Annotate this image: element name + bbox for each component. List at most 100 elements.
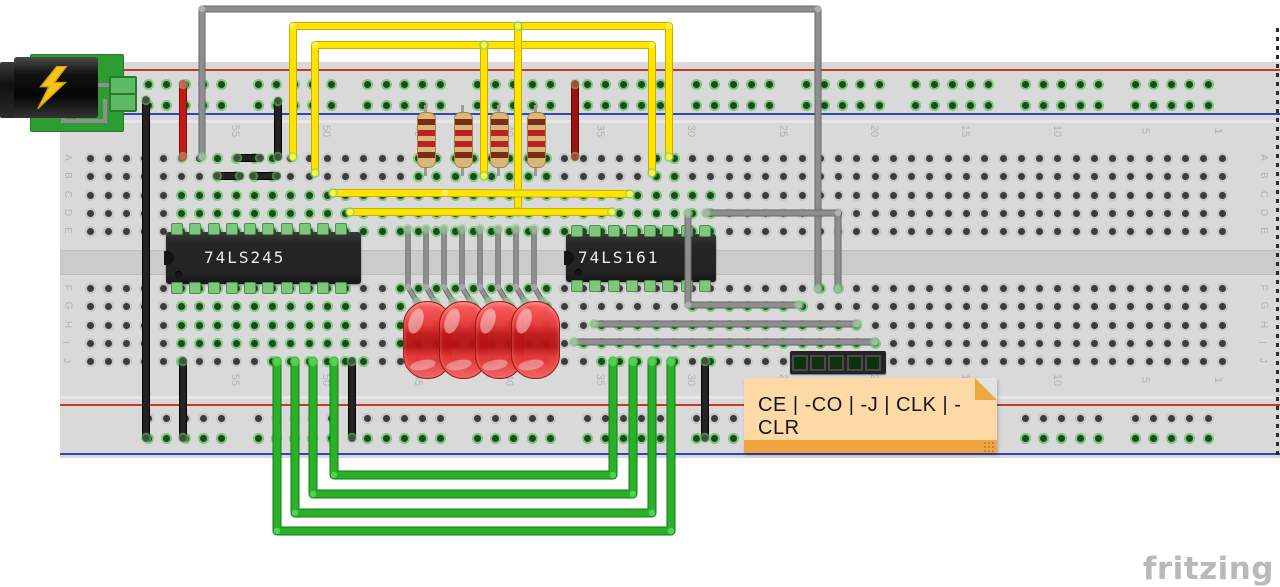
rail-hole[interactable] xyxy=(419,101,427,109)
board-hole[interactable] xyxy=(543,172,550,180)
rail-hole[interactable] xyxy=(583,101,591,109)
board-hole[interactable] xyxy=(1036,302,1044,310)
board-hole[interactable] xyxy=(762,172,770,180)
board-hole[interactable] xyxy=(853,209,861,217)
board-hole[interactable] xyxy=(981,321,989,329)
board-hole[interactable] xyxy=(835,302,843,310)
board-hole[interactable] xyxy=(707,227,715,235)
board-hole[interactable] xyxy=(396,357,404,365)
board-hole[interactable] xyxy=(579,227,587,235)
board-hole[interactable] xyxy=(342,339,350,347)
resistor[interactable] xyxy=(526,105,546,176)
board-hole[interactable] xyxy=(1017,357,1025,365)
board-hole[interactable] xyxy=(305,154,313,162)
board-hole[interactable] xyxy=(908,357,916,365)
wire-endpoint[interactable] xyxy=(667,357,675,365)
board-hole[interactable] xyxy=(634,284,642,292)
board-hole[interactable] xyxy=(1200,321,1208,329)
board-hole[interactable] xyxy=(999,302,1007,310)
board-hole[interactable] xyxy=(670,172,678,180)
wire-endpoint[interactable] xyxy=(514,22,522,30)
rail-hole[interactable] xyxy=(857,80,865,88)
board-hole[interactable] xyxy=(981,284,989,292)
board-hole[interactable] xyxy=(1090,284,1098,292)
board-hole[interactable] xyxy=(652,191,660,199)
wire-endpoint[interactable] xyxy=(274,153,282,161)
wire-bendpoint[interactable] xyxy=(629,490,637,498)
board-hole[interactable] xyxy=(360,227,368,235)
board-hole[interactable] xyxy=(1200,357,1208,365)
board-hole[interactable] xyxy=(378,357,386,365)
board-hole[interactable] xyxy=(269,154,277,162)
rail-hole[interactable] xyxy=(163,101,171,109)
board-hole[interactable] xyxy=(123,321,131,329)
board-hole[interactable] xyxy=(86,227,94,235)
board-hole[interactable] xyxy=(1072,191,1080,199)
board-hole[interactable] xyxy=(670,209,678,217)
board-hole[interactable] xyxy=(1090,321,1098,329)
rail-hole[interactable] xyxy=(492,434,500,442)
board-hole[interactable] xyxy=(506,227,514,235)
board-hole[interactable] xyxy=(214,191,222,199)
board-hole[interactable] xyxy=(944,321,952,329)
header-pin[interactable] xyxy=(865,354,881,371)
board-hole[interactable] xyxy=(488,227,496,235)
board-hole[interactable] xyxy=(232,302,240,310)
board-hole[interactable] xyxy=(1145,302,1153,310)
board-hole[interactable] xyxy=(396,321,404,329)
board-hole[interactable] xyxy=(104,321,112,329)
board-hole[interactable] xyxy=(926,191,934,199)
resistor[interactable] xyxy=(489,105,509,176)
rail-hole[interactable] xyxy=(145,80,153,88)
board-hole[interactable] xyxy=(214,357,222,365)
board-hole[interactable] xyxy=(104,227,112,235)
rail-hole[interactable] xyxy=(985,101,993,109)
board-hole[interactable] xyxy=(177,339,185,347)
board-hole[interactable] xyxy=(725,191,733,199)
board-hole[interactable] xyxy=(926,227,934,235)
board-hole[interactable] xyxy=(1017,191,1025,199)
board-hole[interactable] xyxy=(1054,284,1062,292)
board-hole[interactable] xyxy=(232,191,240,199)
note-title-bar[interactable] xyxy=(744,440,997,453)
wire-endpoint[interactable] xyxy=(570,338,578,346)
board-hole[interactable] xyxy=(469,172,477,180)
board-hole[interactable] xyxy=(926,154,934,162)
board-hole[interactable] xyxy=(853,191,861,199)
board-hole[interactable] xyxy=(396,339,404,347)
rail-hole[interactable] xyxy=(528,80,536,88)
board-hole[interactable] xyxy=(305,302,313,310)
rail-hole[interactable] xyxy=(1168,80,1176,88)
board-hole[interactable] xyxy=(1127,209,1135,217)
wire-endpoint[interactable] xyxy=(274,97,282,105)
board-hole[interactable] xyxy=(543,154,550,162)
rail-hole[interactable] xyxy=(510,101,518,109)
board-hole[interactable] xyxy=(378,321,386,329)
board-hole[interactable] xyxy=(159,227,167,235)
board-hole[interactable] xyxy=(1109,357,1117,365)
rail-hole[interactable] xyxy=(656,434,664,442)
wire-endpoint[interactable] xyxy=(142,96,150,104)
board-hole[interactable] xyxy=(689,154,697,162)
board-hole[interactable] xyxy=(981,227,989,235)
board-hole[interactable] xyxy=(524,227,532,235)
board-hole[interactable] xyxy=(871,209,879,217)
board-hole[interactable] xyxy=(561,339,569,347)
board-hole[interactable] xyxy=(853,227,861,235)
rail-hole[interactable] xyxy=(948,80,956,88)
board-hole[interactable] xyxy=(999,284,1007,292)
resistor[interactable] xyxy=(416,105,436,176)
rail-hole[interactable] xyxy=(638,434,646,442)
rail-hole[interactable] xyxy=(382,101,390,109)
board-hole[interactable] xyxy=(908,302,916,310)
rail-hole[interactable] xyxy=(327,80,335,88)
board-hole[interactable] xyxy=(1090,154,1098,162)
board-hole[interactable] xyxy=(725,357,733,365)
wire-endpoint[interactable] xyxy=(814,285,822,293)
rail-hole[interactable] xyxy=(1040,434,1048,442)
wire-endpoint[interactable] xyxy=(198,153,206,161)
rail-hole[interactable] xyxy=(1040,414,1048,422)
rail-hole[interactable] xyxy=(967,101,975,109)
rail-hole[interactable] xyxy=(510,80,518,88)
board-hole[interactable] xyxy=(561,154,569,162)
